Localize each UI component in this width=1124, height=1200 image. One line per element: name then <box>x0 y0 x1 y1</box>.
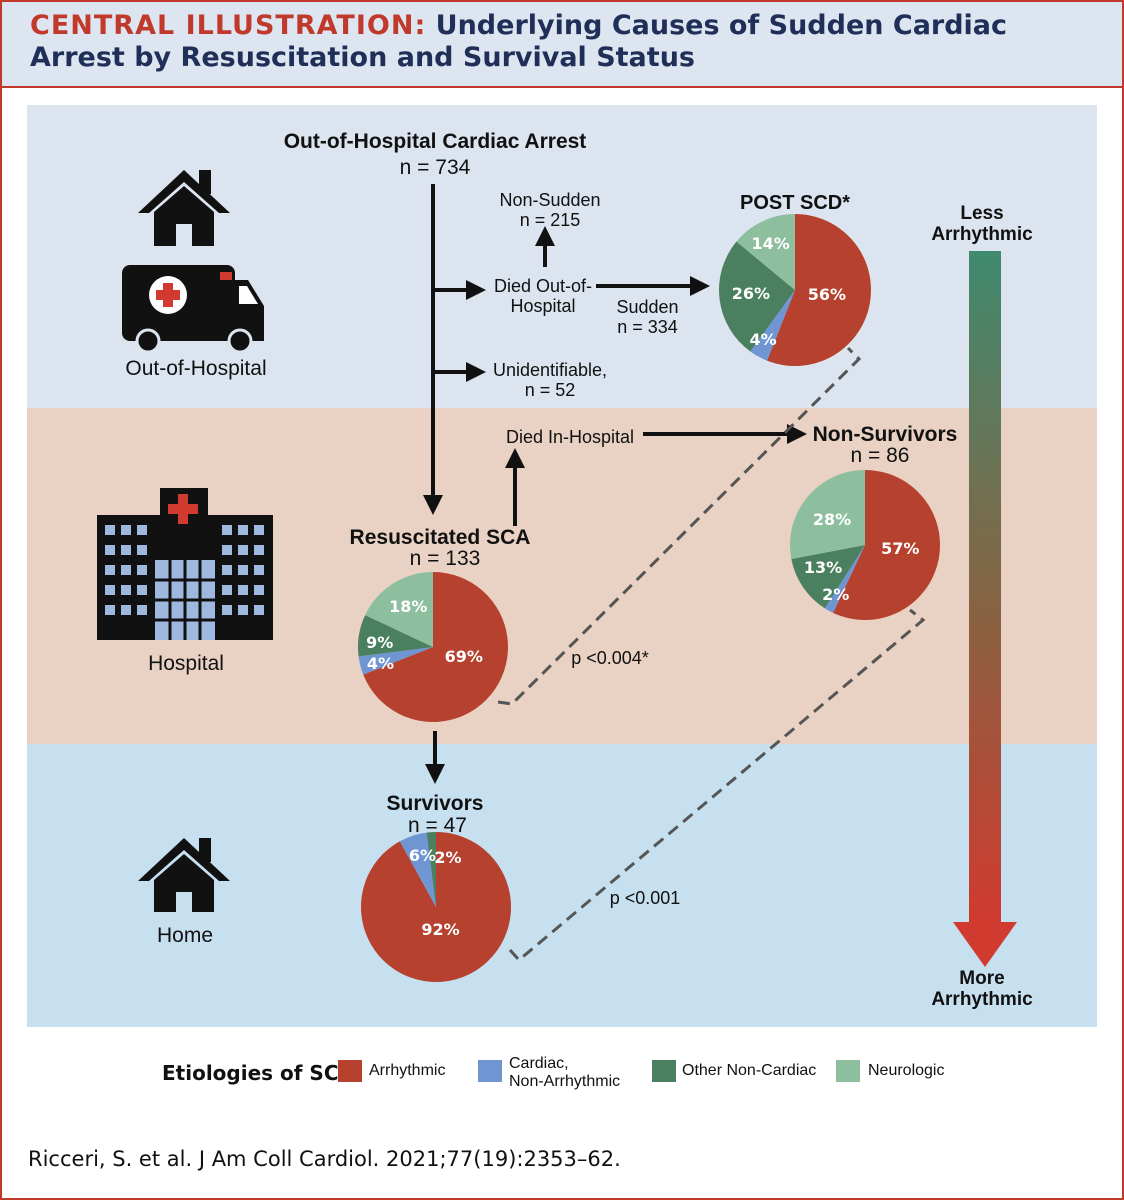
pie-resuscitated-slice-arrhythmic <box>363 572 509 722</box>
died-out-label: Died Out-of- Hospital <box>493 276 593 316</box>
legend-label-neurologic: Neurologic <box>868 1062 945 1079</box>
pie-non-survivors-label-cardiac-non-arrhythmic: 2% <box>822 584 850 604</box>
legend-swatch-cardiac-non-arrhythmic <box>478 1060 502 1082</box>
pie-non-survivors-label-neurologic: 28% <box>812 509 852 529</box>
pie-non-survivors-label-arrhythmic: 57% <box>881 538 920 558</box>
resuscitated-n: n = 133 <box>409 547 481 570</box>
comparison-bracket-2 <box>508 608 926 963</box>
arrhythmia-gradient-arrowhead <box>953 922 1017 967</box>
legend-label-arrhythmic: Arrhythmic <box>369 1062 446 1079</box>
house-icon <box>138 170 230 246</box>
legend-title: Etiologies of SCA <box>162 1061 354 1085</box>
pie-resuscitated-label-arrhythmic: 69% <box>444 646 483 666</box>
house-icon <box>138 838 230 912</box>
ohca-title: Out-of-Hospital Cardiac Arrest <box>283 130 587 153</box>
pie-survivors-slice-arrhythmic <box>361 832 512 983</box>
pie-post-scd-label-arrhythmic: 56% <box>807 284 847 304</box>
citation: Ricceri, S. et al. J Am Coll Cardiol. 20… <box>28 1147 621 1171</box>
p-value-1: p <0.004* <box>571 648 649 668</box>
ohca-n: n = 734 <box>399 156 471 179</box>
legend-swatch-neurologic <box>836 1060 860 1082</box>
pie-post-scd-slice-arrhythmic <box>767 214 872 366</box>
pie-post-scd-slice-other-non-cardiac <box>718 241 795 352</box>
less-arrhythmic-label: Less Arrhythmic <box>931 203 1033 245</box>
pie-post-scd-label-other-non-cardiac: 26% <box>731 283 771 303</box>
non-sudden-label: Non-Sudden n = 215 <box>499 190 601 230</box>
legend-label-cardiac-non-arrhythmic: Cardiac, Non-Arrhythmic <box>509 1055 621 1090</box>
pie-survivors-slice-cardiac-non-arrhythmic <box>399 832 436 907</box>
pie-post-scd-label-cardiac-non-arrhythmic: 4% <box>749 330 777 350</box>
row-label-out-of-hospital: Out-of-Hospital <box>125 357 267 380</box>
pie-post-scd-slice-cardiac-non-arrhythmic <box>750 290 795 361</box>
hospital-icon <box>97 488 273 640</box>
more-arrhythmic-label: More Arrhythmic <box>931 968 1033 1010</box>
band-out-of-hospital <box>27 105 1097 408</box>
post-scd-title: POST SCD* <box>739 192 851 214</box>
pie-resuscitated-slice-cardiac-non-arrhythmic <box>358 647 433 675</box>
pie-resuscitated-slice-other-non-cardiac <box>357 615 433 657</box>
row-label-home: Home <box>156 924 214 947</box>
p-value-2: p <0.001 <box>609 888 681 908</box>
survivors-n: n = 47 <box>408 814 467 837</box>
pie-post-scd-slice-neurologic <box>736 214 795 290</box>
ambulance-icon <box>122 265 264 354</box>
header-title: CENTRAL ILLUSTRATION: Underlying Causes … <box>30 10 1110 74</box>
pie-resuscitated-label-neurologic: 18% <box>389 596 428 616</box>
pie-post-scd-label-neurologic: 14% <box>751 234 790 254</box>
survivors-title: Survivors <box>386 792 484 815</box>
pie-non-survivors-slice-other-non-cardiac <box>791 545 865 609</box>
legend-swatch-arrhythmic <box>338 1060 362 1082</box>
non-survivors-title: Non-Survivors <box>812 423 958 446</box>
header-title-text: Underlying Causes of Sudden Cardiac Arre… <box>30 10 1008 73</box>
pie-non-survivors-slice-neurologic <box>790 470 865 560</box>
header-bar: CENTRAL ILLUSTRATION: Underlying Causes … <box>2 2 1122 88</box>
pie-resuscitated-label-other-non-cardiac: 9% <box>366 632 394 652</box>
pie-non-survivors-slice-cardiac-non-arrhythmic <box>824 545 865 613</box>
row-label-hospital: Hospital <box>148 652 224 675</box>
pie-survivors-label-cardiac-non-arrhythmic: 6% <box>408 846 437 865</box>
comparison-bracket-1 <box>497 346 862 706</box>
arrhythmia-gradient-arrow <box>969 251 1001 923</box>
pie-survivors-label-other-non-cardiac: 2% <box>434 847 462 867</box>
pie-non-survivors-slice-arrhythmic <box>833 470 941 620</box>
non-survivors-n: n = 86 <box>850 444 910 467</box>
pie-non-survivors-label-other-non-cardiac: 13% <box>803 558 843 578</box>
pie-survivors-slice-other-non-cardiac <box>426 832 436 907</box>
died-in-label: Died In-Hospital <box>505 427 635 447</box>
resuscitated-title: Resuscitated SCA <box>349 526 531 549</box>
pie-survivors-label-arrhythmic: 92% <box>421 920 460 940</box>
pie-resuscitated-slice-neurologic <box>365 572 433 647</box>
pie-resuscitated-label-cardiac-non-arrhythmic: 4% <box>366 654 395 674</box>
legend-swatch-other-non-cardiac <box>652 1060 676 1082</box>
header-tag: CENTRAL ILLUSTRATION: <box>30 10 427 41</box>
legend-label-other-non-cardiac: Other Non-Cardiac <box>682 1062 817 1079</box>
sudden-label: Sudden n = 334 <box>616 297 679 337</box>
unidentifiable-label: Unidentifiable, n = 52 <box>492 360 608 400</box>
